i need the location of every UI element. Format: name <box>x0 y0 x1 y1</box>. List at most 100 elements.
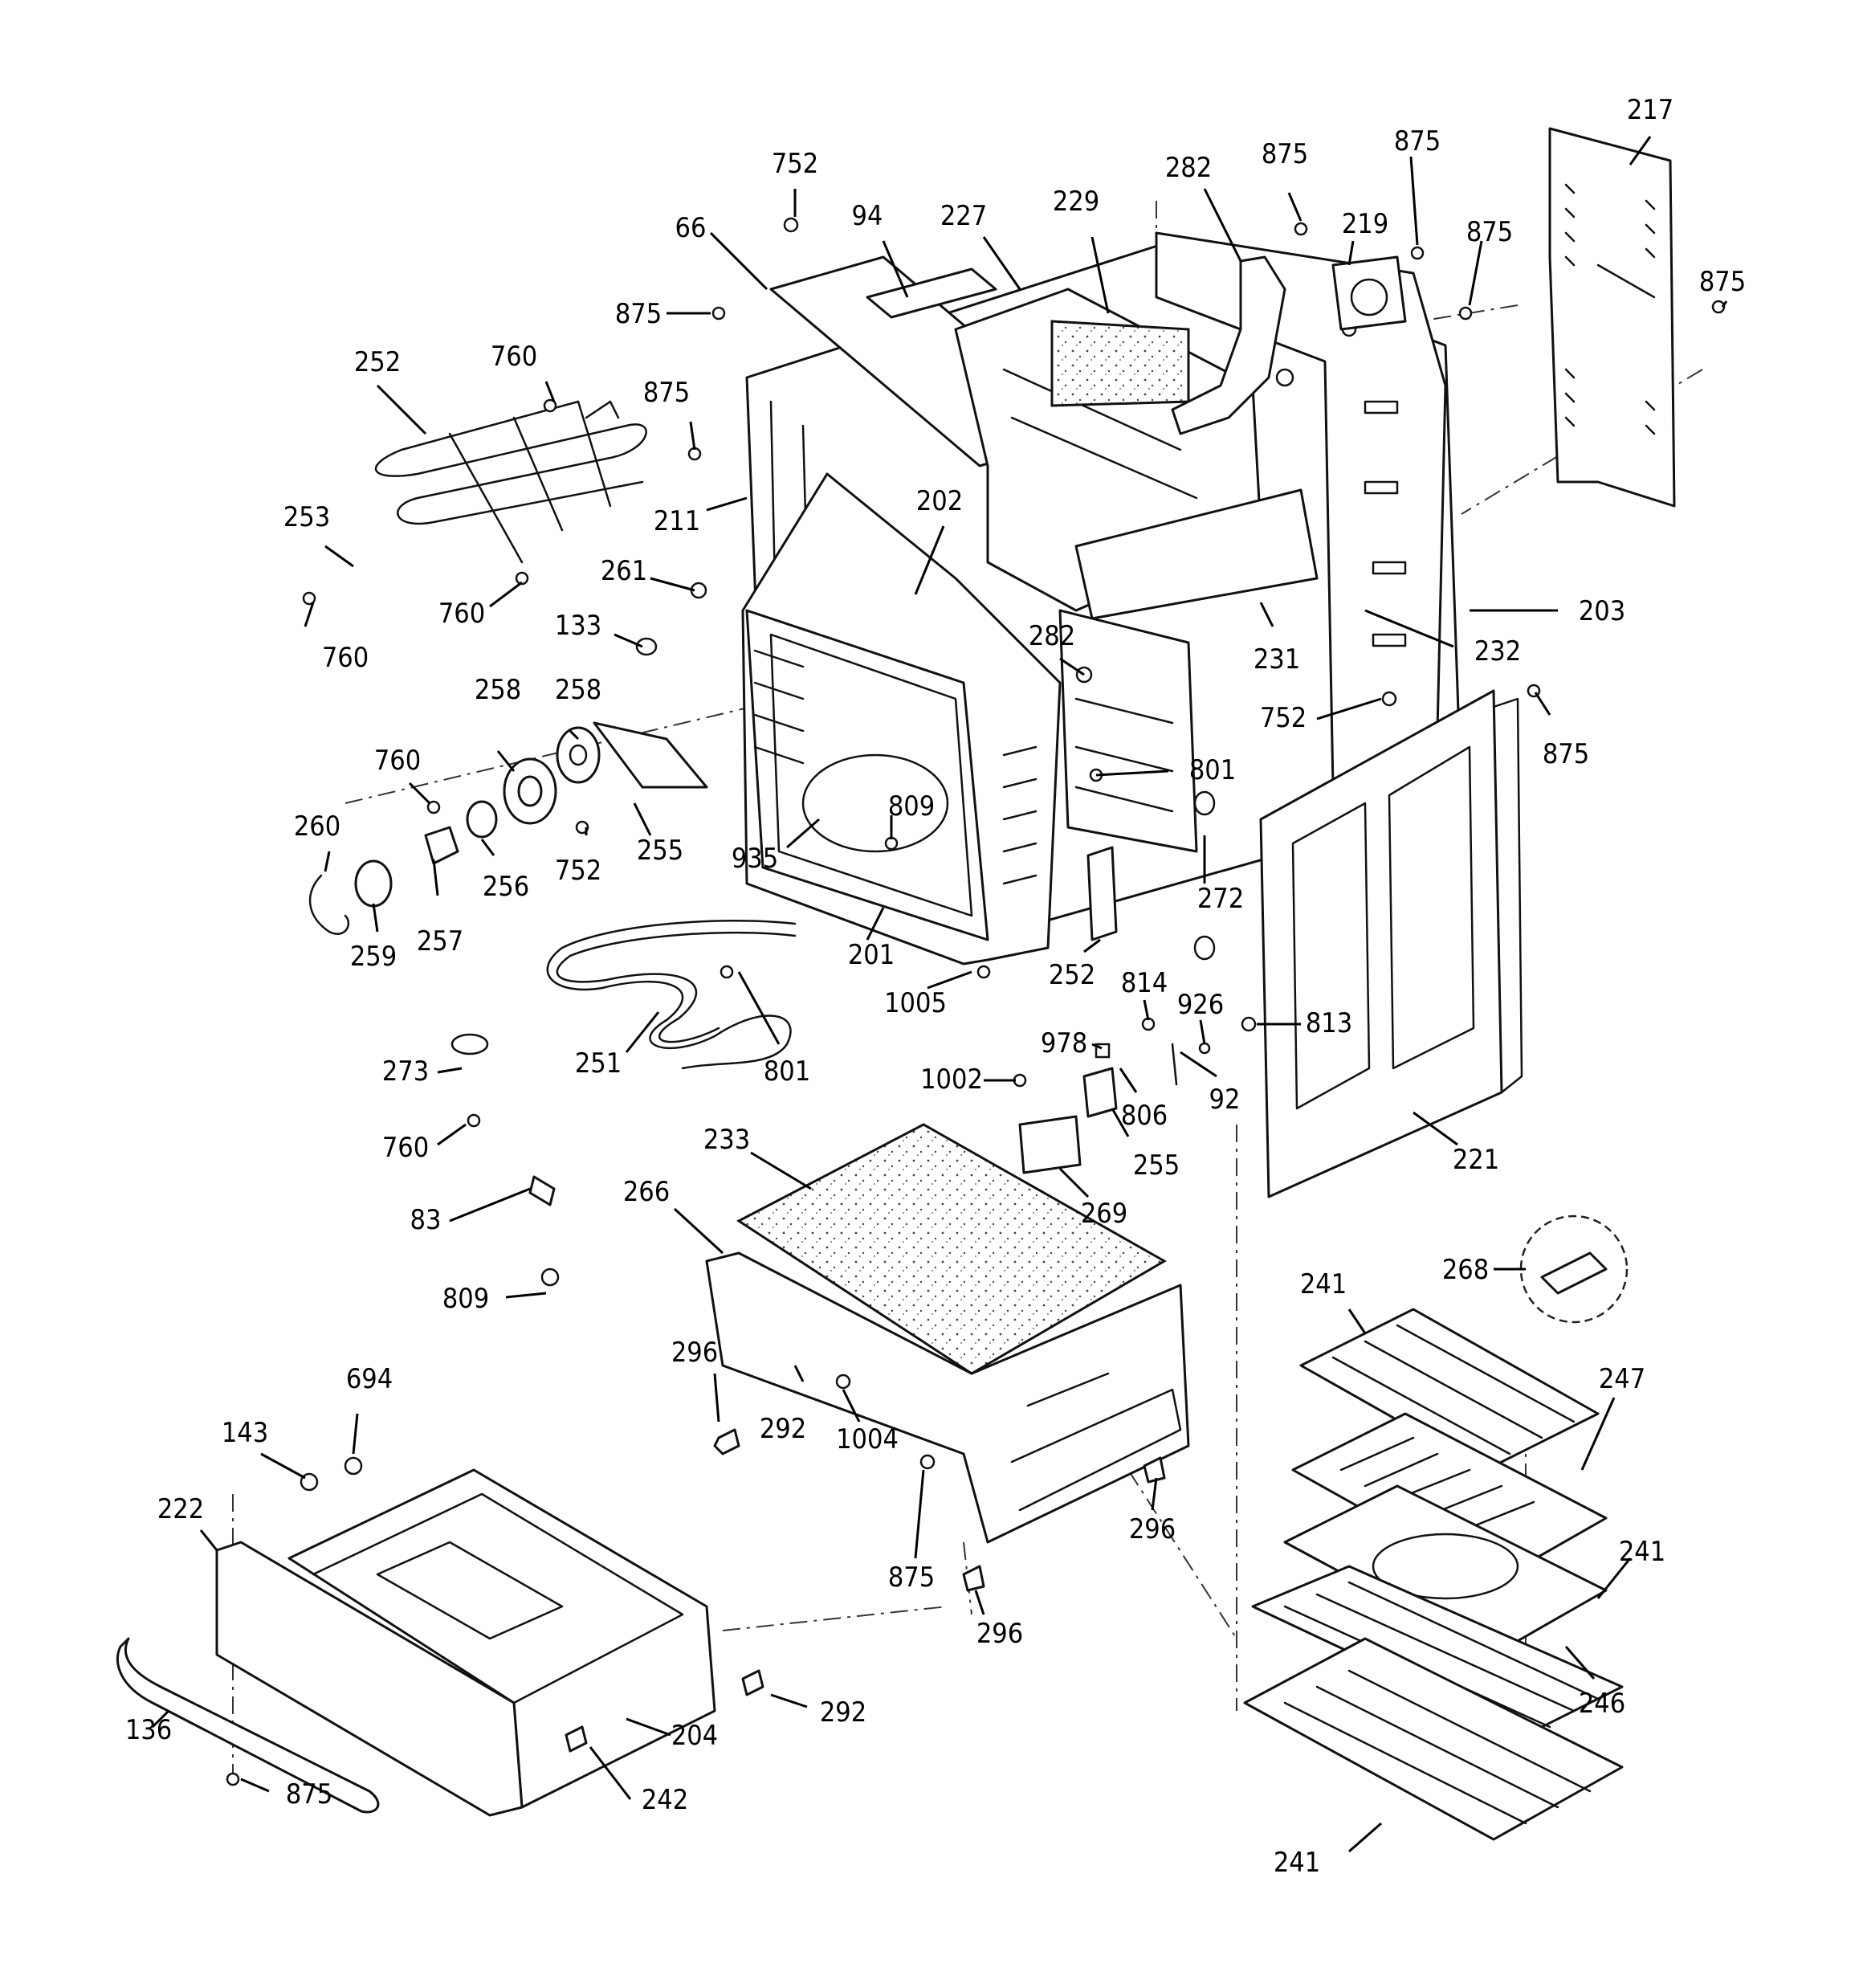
callout-label: 760 <box>374 745 421 777</box>
callout-label: 801 <box>764 1055 810 1088</box>
callout-label: 814 <box>1121 967 1168 999</box>
callout-label: 255 <box>1133 1149 1180 1182</box>
callout-label: 875 <box>1543 738 1589 770</box>
callout-label: 256 <box>483 871 529 903</box>
oven-rack-bottom <box>1243 1637 1624 1841</box>
callout-label: 222 <box>157 1493 204 1525</box>
callout-label: 258 <box>555 674 601 706</box>
drawer-front-panel <box>215 1541 524 1817</box>
callout-label: 94 <box>852 200 883 232</box>
callout-label: 813 <box>1306 1007 1352 1039</box>
callout-label: 221 <box>1453 1144 1499 1176</box>
callout-label: 875 <box>1466 216 1513 248</box>
rear-cover <box>1548 127 1676 508</box>
callout-label: 752 <box>772 148 818 180</box>
callout-label: 247 <box>1599 1363 1645 1395</box>
callout-label: 875 <box>615 298 662 330</box>
callout-label: 255 <box>637 835 683 867</box>
drawer-support-frame <box>705 1123 1190 1544</box>
callout-label: 760 <box>322 642 369 674</box>
callout-label: 233 <box>703 1124 750 1156</box>
callout-label: 203 <box>1579 595 1625 627</box>
callout-label: 257 <box>417 925 463 957</box>
callout-label: 1002 <box>920 1063 983 1096</box>
callout-label: 211 <box>654 505 700 537</box>
callout-label: 296 <box>671 1337 718 1369</box>
callout-label: 809 <box>442 1283 489 1315</box>
control-board <box>1331 255 1407 331</box>
callout-label: 296 <box>1129 1513 1176 1545</box>
oven-rack-top <box>1299 1308 1600 1472</box>
callout-label: 246 <box>1579 1688 1625 1720</box>
callout-label: 202 <box>916 485 963 517</box>
broil-element <box>374 400 647 564</box>
side-panel <box>1058 609 1198 853</box>
side-door-panel <box>1259 689 1523 1198</box>
drawer-handle <box>116 1637 380 1814</box>
bake-element <box>546 920 797 1070</box>
callout-label: 935 <box>732 843 778 875</box>
callout-label: 978 <box>1041 1027 1087 1059</box>
callout-label: 241 <box>1300 1268 1347 1300</box>
callout-label: 268 <box>1442 1254 1489 1286</box>
callout-label: 752 <box>555 855 601 887</box>
callout-label: 133 <box>555 610 601 642</box>
callout-label: 83 <box>410 1204 442 1236</box>
insulation-blanket <box>954 288 1319 620</box>
callout-label: 296 <box>976 1618 1023 1650</box>
callout-label: 875 <box>1262 138 1308 170</box>
callout-label: 875 <box>1394 125 1441 157</box>
hardware-screws <box>226 217 1726 1786</box>
callout-label: 875 <box>286 1778 332 1810</box>
callout-label: 66 <box>675 212 707 244</box>
callout-label: 806 <box>1121 1100 1168 1132</box>
leader-lines <box>151 136 1728 1853</box>
callout-label: 282 <box>1165 152 1212 184</box>
callout-label: 251 <box>575 1047 622 1080</box>
callout-label: 260 <box>294 810 340 843</box>
callout-label: 926 <box>1177 989 1224 1021</box>
callout-label: 269 <box>1081 1198 1127 1230</box>
heat-shield <box>593 721 708 789</box>
callout-label: 760 <box>491 341 537 373</box>
callout-label: 217 <box>1627 94 1673 126</box>
callout-label: 292 <box>760 1413 806 1445</box>
callout-labels: 752 66 94 227 229 282 875 875 219 875 21… <box>125 94 1746 1879</box>
callout-label: 760 <box>438 598 485 630</box>
callout-label: 266 <box>623 1176 670 1208</box>
callout-label: 143 <box>222 1417 268 1449</box>
vent-duct <box>1171 255 1286 435</box>
callout-label: 875 <box>1699 266 1746 298</box>
callout-label: 875 <box>643 377 690 409</box>
callout-label: 258 <box>475 674 521 706</box>
callout-label: 227 <box>940 200 987 232</box>
callout-label: 272 <box>1197 883 1244 915</box>
callout-label: 241 <box>1619 1536 1665 1568</box>
callout-label: 801 <box>1189 754 1236 786</box>
light-assembly <box>308 726 601 935</box>
callout-label: 261 <box>601 555 647 587</box>
callout-label: 252 <box>354 346 401 378</box>
detail-circle <box>1519 1214 1629 1324</box>
callout-label: 219 <box>1342 208 1388 240</box>
callout-label: 809 <box>888 790 935 823</box>
callout-label: 136 <box>125 1714 172 1746</box>
callout-label: 259 <box>350 941 397 973</box>
callout-label: 760 <box>382 1132 429 1164</box>
callout-label: 1005 <box>884 987 947 1019</box>
callout-label: 875 <box>888 1561 935 1594</box>
callout-label: 282 <box>1029 620 1075 652</box>
callout-label: 273 <box>382 1055 429 1088</box>
callout-label: 231 <box>1254 643 1300 676</box>
callout-label: 229 <box>1053 186 1099 218</box>
callout-label: 204 <box>671 1720 718 1752</box>
callout-label: 694 <box>346 1363 393 1395</box>
callout-label: 252 <box>1049 959 1095 991</box>
callout-label: 292 <box>820 1696 866 1729</box>
callout-label: 201 <box>848 939 895 971</box>
small-brackets <box>450 790 1216 1206</box>
callout-label: 232 <box>1474 635 1521 667</box>
callout-label: 253 <box>283 501 330 533</box>
callout-label: 752 <box>1260 702 1307 734</box>
